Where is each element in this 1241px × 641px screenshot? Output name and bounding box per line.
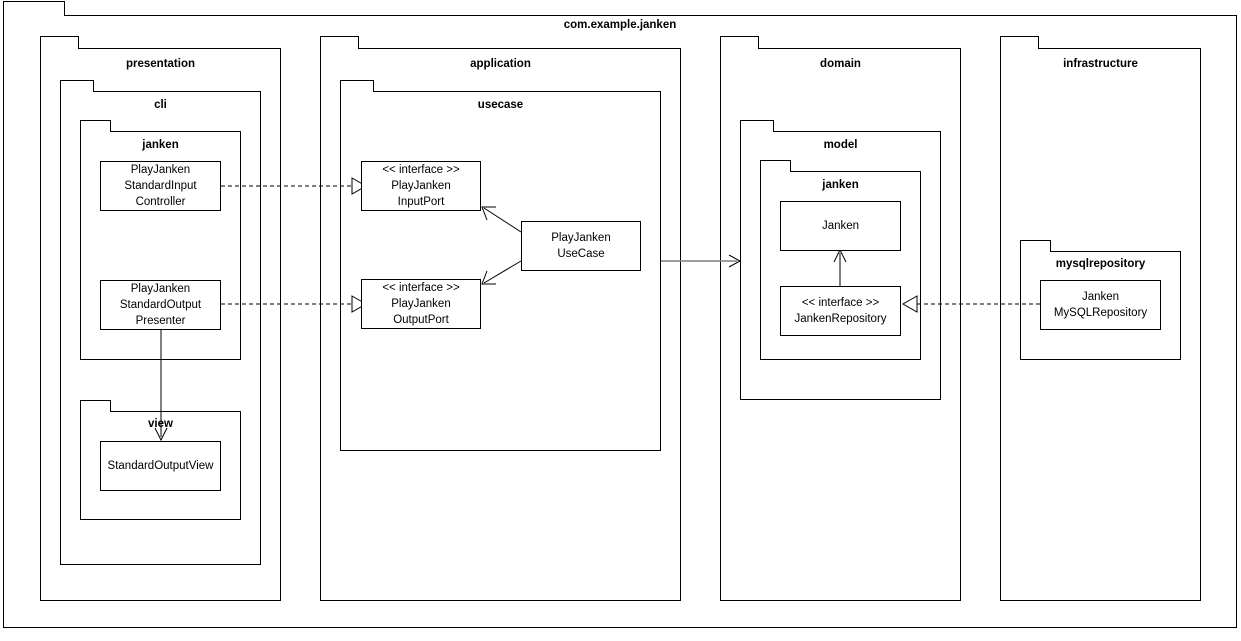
package-root-label: com.example.janken <box>563 19 677 31</box>
package-model-tab <box>740 120 774 132</box>
package-mysqlrepository-tab <box>1020 240 1051 252</box>
package-domain-label: domain <box>820 58 861 70</box>
relation-usecase-outputport <box>481 260 522 285</box>
package-view-tab <box>80 400 111 412</box>
package-application-label: application <box>470 58 531 70</box>
relation-usecase-domain <box>661 254 742 268</box>
package-mysqlrepository-label: mysqlrepository <box>1055 258 1146 270</box>
class-janken-mysqlrepository[interactable]: Janken MySQLRepository <box>1040 280 1161 330</box>
package-domain-tab <box>720 36 759 49</box>
relation-mysqlrepository-jankenrepository <box>901 295 1040 313</box>
package-usecase-tab <box>340 80 374 92</box>
package-usecase-label: usecase <box>477 99 524 111</box>
relation-presenter-outputport <box>221 295 368 313</box>
package-cli-label: cli <box>154 99 167 111</box>
class-janken[interactable]: Janken <box>780 201 901 251</box>
class-playjanken-usecase[interactable]: PlayJanken UseCase <box>521 221 641 271</box>
relation-presenter-view <box>154 330 168 442</box>
package-model-janken-tab <box>760 160 791 172</box>
class-playjanken-standardoutput-presenter[interactable]: PlayJanken StandardOutput Presenter <box>100 280 221 330</box>
package-model-label: model <box>823 139 858 151</box>
class-playjanken-standardinput-controller[interactable]: PlayJanken StandardInput Controller <box>100 161 221 211</box>
package-presentation-label: presentation <box>125 58 195 70</box>
package-cli-janken-label: janken <box>142 139 179 151</box>
interface-playjanken-inputport[interactable]: << interface >> PlayJanken InputPort <box>361 161 481 211</box>
relation-usecase-inputport <box>481 206 522 233</box>
package-infrastructure-tab <box>1000 36 1039 49</box>
relation-controller-inputport <box>221 177 368 195</box>
interface-jankenrepository[interactable]: << interface >> JankenRepository <box>780 286 901 336</box>
package-application-tab <box>320 36 359 49</box>
relation-repository-janken <box>833 248 847 286</box>
package-cli-tab <box>60 80 94 92</box>
interface-playjanken-outputport[interactable]: << interface >> PlayJanken OutputPort <box>361 279 481 329</box>
package-infrastructure-label: infrastructure <box>1063 58 1138 70</box>
package-root-tab <box>3 1 65 16</box>
package-presentation-tab <box>40 36 79 49</box>
package-model-janken-label: janken <box>822 179 859 191</box>
package-usecase-body <box>340 91 661 451</box>
package-cli-janken-tab <box>80 120 111 132</box>
class-standardoutputview[interactable]: StandardOutputView <box>100 441 221 491</box>
package-usecase: usecase <box>340 80 661 451</box>
